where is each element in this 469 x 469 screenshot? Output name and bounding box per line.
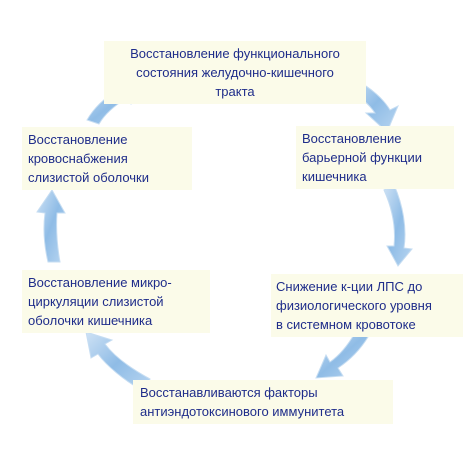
- node-line: оболочки кишечника: [28, 313, 153, 328]
- node-line: физиологического уровня: [276, 298, 432, 313]
- node-line: в системном кровотоке: [276, 317, 416, 332]
- node-line: Восстановление микро-: [28, 275, 172, 290]
- arrow-immunity-to-microcirculation: [85, 331, 151, 393]
- node-antiendotoxin-immunity: Восстанавливаются факторы антиэндотоксин…: [133, 380, 393, 424]
- node-line: кишечника: [302, 169, 367, 184]
- node-line: Восстановление: [302, 131, 402, 146]
- node-line: тракта: [215, 84, 255, 99]
- arrow-barrier-to-lps: [383, 184, 413, 267]
- node-line: барьерной функции: [302, 150, 423, 165]
- node-line: Восстанавливаются факторы: [140, 385, 318, 400]
- node-line: Восстановление функционального: [130, 46, 340, 61]
- node-line: Восстановление: [28, 132, 128, 147]
- node-line: состояния желудочно-кишечного: [136, 65, 334, 80]
- node-line: Снижение к-ции ЛПС до: [276, 279, 423, 294]
- node-barrier-function: Восстановление барьерной функции кишечни…: [296, 126, 454, 189]
- node-line: слизистой оболочки: [28, 170, 149, 185]
- node-blood-supply: Восстановление кровоснабжения слизистой …: [22, 127, 192, 190]
- node-microcirculation: Восстановление микро- циркуляции слизист…: [22, 270, 210, 333]
- arrow-lps-to-immunity: [315, 332, 369, 379]
- node-lps-reduction: Снижение к-ции ЛПС до физиологического у…: [271, 274, 463, 337]
- node-line: антиэндотоксинового иммунитета: [140, 404, 345, 419]
- node-line: кровоснабжения: [28, 151, 128, 166]
- arrow-microcirculation-to-blood-supply: [36, 189, 66, 263]
- node-line: циркуляции слизистой: [28, 294, 164, 309]
- node-gi-function: Восстановление функционального состояния…: [104, 41, 366, 104]
